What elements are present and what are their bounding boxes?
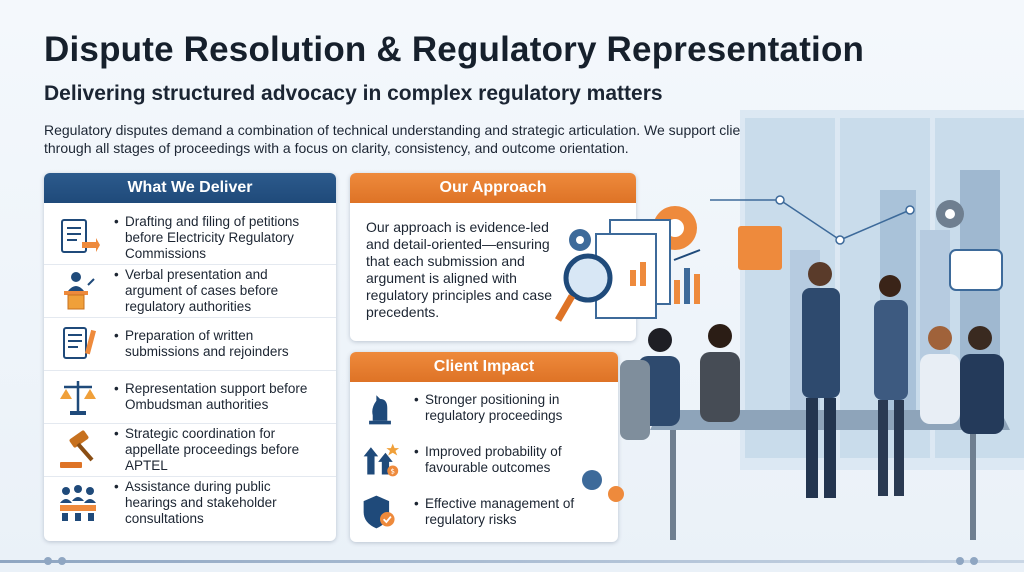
- document-petition-icon: [61, 218, 100, 253]
- what-we-deliver-card: What We Deliver Drafting and filing of p…: [44, 173, 336, 541]
- our-approach-card: Our Approach Our approach is evidence-le…: [350, 173, 636, 341]
- gear-icon: [582, 470, 602, 490]
- deliver-item: Representation support before Ombudsman …: [44, 370, 336, 423]
- page-subtitle: Delivering structured advocacy in comple…: [44, 82, 663, 105]
- impact-item-text: Improved probability of favourable outco…: [414, 444, 599, 476]
- deliver-item-text: Assistance during public hearings and st…: [114, 479, 319, 527]
- our-approach-heading: Our Approach: [350, 173, 636, 203]
- document-magnifier-icon: [554, 219, 671, 322]
- chat-bubble-icon: [949, 249, 1003, 291]
- deliver-item-text: Representation support before Ombudsman …: [114, 381, 319, 413]
- intro-paragraph: Regulatory disputes demand a combination…: [44, 122, 759, 156]
- growth-arrows-icon: $: [363, 443, 400, 477]
- person-seated: [620, 328, 680, 440]
- shield-check-icon: [363, 495, 395, 529]
- gear-icon: [569, 229, 591, 251]
- person-standing: [874, 275, 908, 496]
- client-impact-card: Client Impact Stronger positioning in re…: [350, 352, 618, 542]
- person-standing: [802, 262, 840, 498]
- what-we-deliver-heading: What We Deliver: [44, 173, 336, 203]
- meeting-illustration: [554, 110, 1024, 540]
- deliver-item: Assistance during public hearings and st…: [44, 476, 336, 529]
- page-title: Dispute Resolution & Regulatory Represen…: [44, 30, 865, 69]
- deliver-item: Drafting and filing of petitions before …: [44, 211, 336, 264]
- network-diagram-icon: [710, 195, 915, 245]
- footer-divider: [0, 560, 1024, 563]
- person-seated: [960, 326, 1004, 434]
- footer-dot: [58, 557, 66, 565]
- chess-knight-icon: [369, 395, 391, 425]
- puzzle-icon: [738, 226, 782, 270]
- written-submission-icon: [63, 327, 97, 359]
- deliver-item: Strategic coordination for appellate pro…: [44, 423, 336, 476]
- impact-item: Stronger positioning in regulatory proce…: [350, 382, 618, 434]
- deliver-item-text: Strategic coordination for appellate pro…: [114, 426, 319, 474]
- impact-item-text: Effective management of regulatory risks: [414, 496, 599, 528]
- svg-text:$: $: [390, 467, 395, 476]
- our-approach-text: Our approach is evidence-led and detail-…: [366, 219, 552, 320]
- bar-chart-icon: [673, 249, 701, 304]
- podium-speaker-icon: [64, 272, 95, 310]
- public-hearing-icon: [60, 485, 96, 521]
- deliver-item-text: Preparation of written submissions and r…: [114, 328, 319, 360]
- person-seated: [920, 326, 960, 424]
- gavel-icon: [60, 430, 94, 468]
- deliver-item: Preparation of written submissions and r…: [44, 317, 336, 370]
- footer-dot: [44, 557, 52, 565]
- deliver-item-text: Verbal presentation and argument of case…: [114, 267, 319, 315]
- footer-dot: [956, 557, 964, 565]
- scales-of-justice-icon: [60, 381, 96, 415]
- deliver-item: Verbal presentation and argument of case…: [44, 264, 336, 317]
- impact-item: Effective management of regulatory risks: [350, 486, 618, 538]
- impact-item: $ Improved probability of favourable out…: [350, 434, 618, 486]
- footer-dot: [970, 557, 978, 565]
- deliver-item-text: Drafting and filing of petitions before …: [114, 214, 319, 262]
- client-impact-heading: Client Impact: [350, 352, 618, 382]
- gear-icon: [608, 486, 624, 502]
- impact-item-text: Stronger positioning in regulatory proce…: [414, 392, 599, 424]
- person-seated: [700, 324, 740, 422]
- gear-icon: [936, 200, 964, 228]
